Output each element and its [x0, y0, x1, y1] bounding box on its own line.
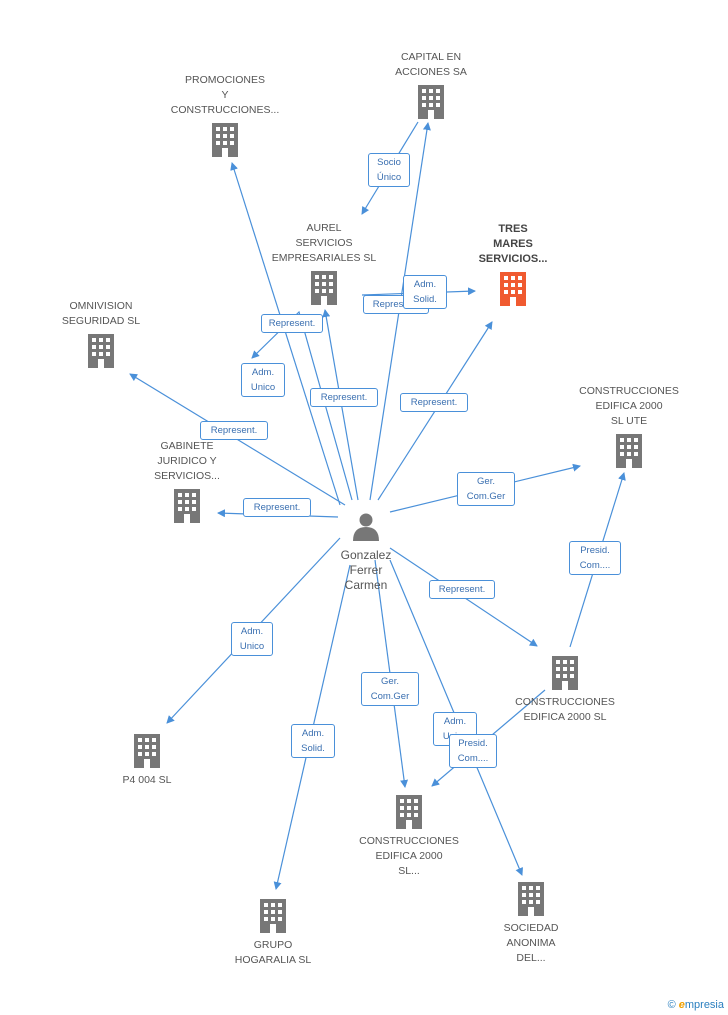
node-label-tres-mares[interactable]: TRES MARES SERVICIOS... — [478, 223, 548, 265]
edge-label[interactable]: Socio Único — [368, 153, 410, 187]
edge-label[interactable]: Adm. Solid. — [403, 275, 447, 309]
footer-brand: © empresia — [668, 999, 724, 1011]
edge-label[interactable]: Adm. Solid. — [291, 724, 335, 758]
node-label-p4[interactable]: P4 004 SL — [122, 774, 172, 786]
node-label-construcciones-sl2[interactable]: CONSTRUCCIONES EDIFICA 2000 SL... — [359, 835, 459, 877]
node-label-gabinete[interactable]: GABINETE JURIDICO Y SERVICIOS... — [154, 440, 220, 482]
edge-person-to-promociones — [230, 162, 341, 506]
copyright-icon: © — [667, 999, 676, 1011]
node-label-construcciones-sl[interactable]: CONSTRUCCIONES EDIFICA 2000 SL — [515, 696, 615, 723]
building-icon[interactable] — [418, 85, 444, 119]
node-label-construcciones-ute[interactable]: CONSTRUCCIONES EDIFICA 2000 SL UTE — [579, 385, 679, 427]
node-label-omnivision[interactable]: OMNIVISION SEGURIDAD SL — [61, 300, 141, 327]
person-icon[interactable] — [353, 513, 379, 542]
edge-label[interactable]: Adm. Unico — [241, 363, 285, 397]
edge-label[interactable]: Represent. — [310, 388, 378, 407]
edge-label[interactable]: Represent. — [261, 314, 323, 333]
brand-name: mpresia — [684, 999, 724, 1011]
edge-label[interactable]: Presid. Com.... — [569, 541, 621, 575]
node-label-capital[interactable]: CAPITAL EN ACCIONES SA — [395, 51, 467, 78]
brand-initial: e — [678, 999, 685, 1011]
building-icon[interactable] — [552, 656, 578, 690]
node-label-sociedad[interactable]: SOCIEDAD ANONIMA DEL... — [503, 922, 559, 964]
building-icon[interactable] — [134, 734, 160, 768]
building-icon[interactable] — [260, 899, 286, 933]
edge-label[interactable]: Presid. Com.... — [449, 734, 497, 768]
edge-label[interactable]: Represent. — [400, 393, 468, 412]
node-label-aurel[interactable]: AUREL SERVICIOS EMPRESARIALES SL — [271, 222, 377, 264]
building-icon[interactable] — [616, 434, 642, 468]
building-windows — [504, 276, 522, 306]
edge-label[interactable]: Represent. — [243, 498, 311, 517]
edge-label[interactable]: Adm. Unico — [231, 622, 273, 656]
building-icon[interactable] — [311, 271, 337, 305]
building-icon[interactable] — [212, 123, 238, 157]
edge-person-to-aurel — [251, 310, 353, 501]
building-icon[interactable] — [396, 795, 422, 829]
edge-label[interactable]: Ger. Com.Ger — [457, 472, 515, 506]
edge-label[interactable]: Represent. — [429, 580, 495, 599]
building-icon[interactable] — [174, 489, 200, 523]
person-name[interactable]: Gonzalez Ferrer Carmen — [340, 548, 392, 592]
node-label-grupo[interactable]: GRUPO HOGARALIA SL — [234, 939, 312, 966]
edge-label[interactable]: Ger. Com.Ger — [361, 672, 419, 706]
edge-label[interactable]: Represent. — [200, 421, 268, 440]
node-label-promociones[interactable]: PROMOCIONES Y CONSTRUCCIONES... — [170, 74, 280, 116]
building-icon[interactable] — [88, 334, 114, 368]
building-icon[interactable] — [518, 882, 544, 916]
